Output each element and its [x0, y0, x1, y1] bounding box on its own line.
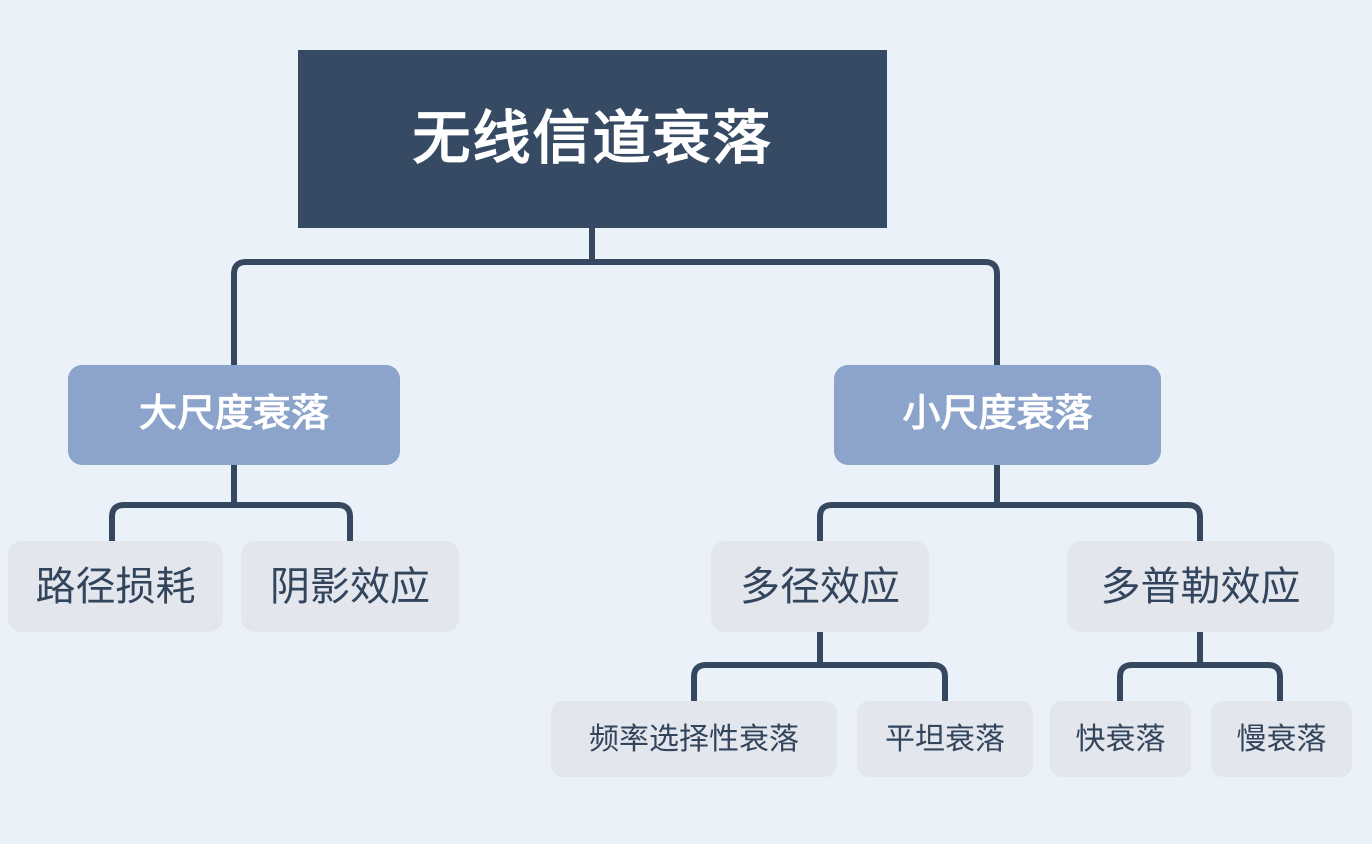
- node-doppler-effect[interactable]: 多普勒效应: [1067, 541, 1334, 632]
- node-multipath-effect[interactable]: 多径效应: [711, 541, 929, 632]
- edge-small-scale-to-multipath: [817, 502, 997, 541]
- edge-doppler-to-fast-fading: [1117, 662, 1200, 701]
- node-large-scale-fading[interactable]: 大尺度衰落: [68, 365, 400, 465]
- node-frequency-selective-fading[interactable]: 频率选择性衰落: [551, 701, 837, 777]
- node-path-loss[interactable]: 路径损耗: [8, 541, 223, 632]
- edge-root-to-large-scale: [231, 259, 592, 365]
- node-flat-fading[interactable]: 平坦衰落: [857, 701, 1033, 777]
- edge-doppler-to-slow-fading: [1200, 662, 1283, 701]
- node-shadowing-effect[interactable]: 阴影效应: [241, 541, 459, 632]
- edge-small-scale-to-doppler: [997, 502, 1203, 541]
- edge-multipath-to-flat-fading: [820, 662, 948, 701]
- edge-large-scale-to-shadowing: [234, 502, 353, 541]
- node-small-scale-fading[interactable]: 小尺度衰落: [834, 365, 1161, 465]
- edge-large-scale-to-path-loss: [109, 502, 234, 541]
- edge-root-to-small-scale: [592, 259, 1000, 365]
- node-slow-fading[interactable]: 慢衰落: [1211, 701, 1352, 777]
- node-root[interactable]: 无线信道衰落: [298, 50, 887, 228]
- edge-multipath-to-freq-selective: [691, 662, 820, 701]
- node-fast-fading[interactable]: 快衰落: [1050, 701, 1191, 777]
